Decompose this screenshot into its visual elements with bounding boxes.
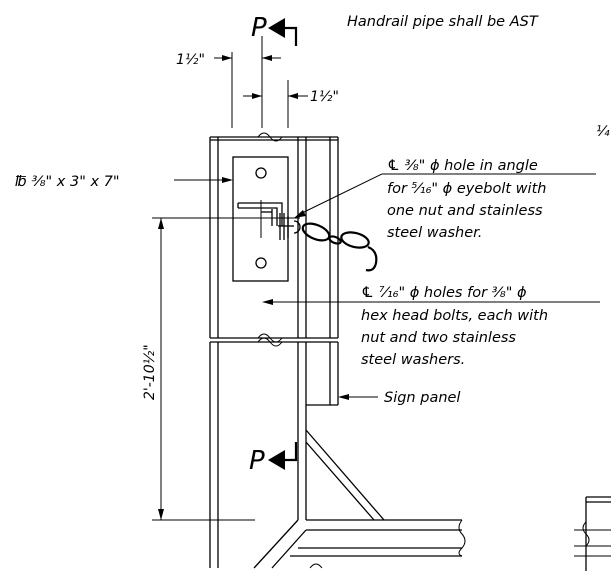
callout-hole-angle-line2: for ⁵⁄₁₆" ϕ eyebolt with (387, 181, 546, 197)
top-dimensions (214, 36, 308, 128)
chain (301, 222, 378, 272)
sign-panel-label: Sign panel (384, 390, 460, 406)
callout-holes-bolts-line1: ℄ ⁷⁄₁₆" ϕ holes for ⅜" ϕ (361, 285, 527, 301)
callout-holes-bolts-line4: steel washers. (361, 352, 465, 368)
bolt-hole-top (255, 167, 267, 179)
section-arrow-bottom (268, 450, 285, 470)
plate-leader (174, 177, 233, 183)
break-mark-top (257, 132, 283, 142)
plate-label: ℔ ⅜" x 3" x 7" (15, 174, 120, 190)
callout-hole-angle-line3: one nut and stainless (387, 203, 543, 219)
callout-hole-angle-line1: ℄ ⅜" ϕ hole in angle (387, 158, 538, 174)
header-note: Handrail pipe shall be AST (347, 14, 539, 30)
section-cut-marker-bottom: P (249, 442, 298, 476)
section-cut-marker-top: P (251, 13, 298, 46)
holes-bolts-leader (262, 299, 600, 305)
post-break-middle (210, 333, 338, 347)
sign-panel-leader (338, 394, 378, 400)
bolt-hole-bottom (255, 257, 267, 269)
vertical-dimension (152, 217, 255, 521)
section-cut-label-top: P (251, 13, 267, 43)
dimension-vertical-height: 2'-10½" (142, 344, 158, 400)
post-lower (209, 342, 339, 568)
post-upper (209, 136, 339, 338)
dimension-left-offset: 1½" (176, 52, 205, 68)
dimension-right-offset: 1½" (310, 89, 339, 105)
hole-angle-leader (294, 173, 596, 218)
bottom-bracing (253, 429, 466, 569)
detail-fragment-bottom-right (574, 496, 611, 571)
section-arrow-top (268, 18, 285, 38)
callout-hole-angle-line4: steel washer. (387, 225, 482, 241)
edge-fragment: ¼ (596, 124, 610, 140)
section-cut-label-bottom: P (249, 446, 265, 476)
callout-holes-bolts-line2: hex head bolts, each with (361, 308, 548, 324)
callout-holes-bolts-line3: nut and two stainless (361, 330, 516, 346)
angle-eyebolt (237, 200, 301, 240)
